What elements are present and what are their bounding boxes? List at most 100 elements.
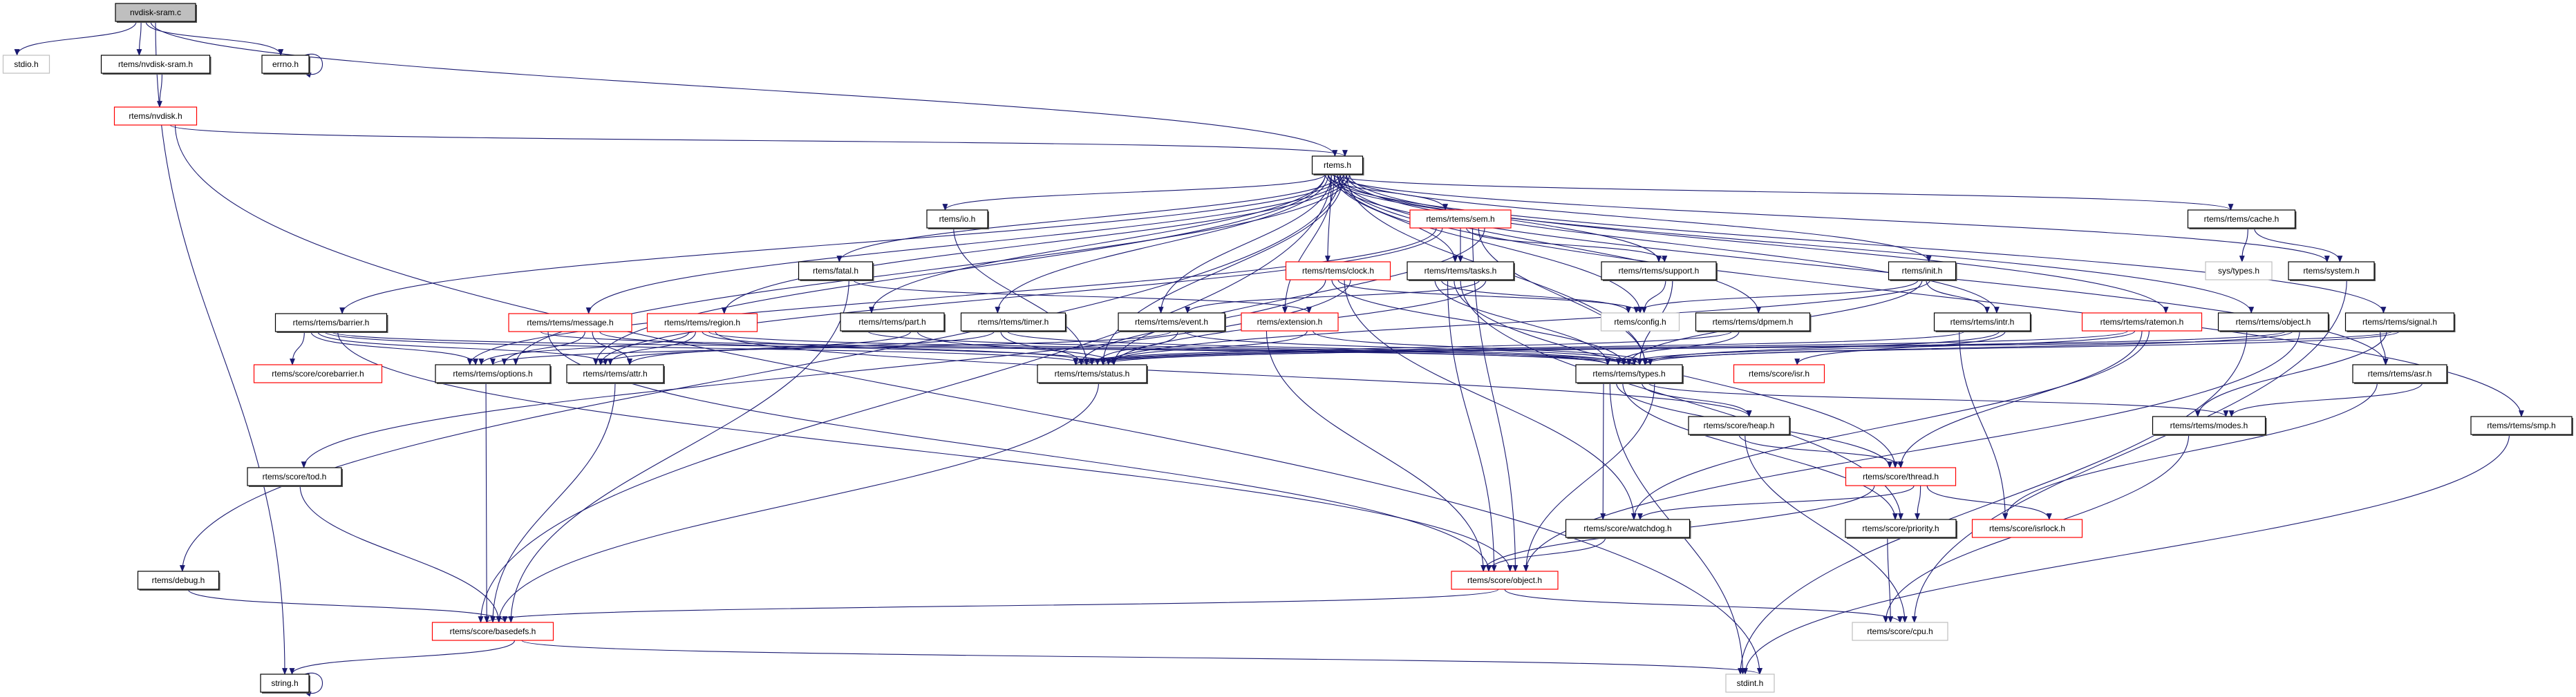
- edge-ratemon-to-types: [1621, 330, 2136, 365]
- edge-rtems-to-intr: [1346, 173, 2000, 314]
- node-label: rtems/rtems/object.h: [2236, 317, 2311, 327]
- edge-types-to-modes: [1648, 382, 2229, 417]
- edge-robject-to-stdint: [1738, 330, 2248, 675]
- edge-rtems-to-system: [1334, 173, 2330, 262]
- edge-rtems-to-debug: [179, 173, 1341, 572]
- edge-rtems-to-sem: [1328, 173, 1449, 211]
- node-basedefs[interactable]: rtems/score/basedefs.h: [431, 622, 554, 641]
- node-cpu[interactable]: rtems/score/cpu.h: [1852, 622, 1948, 641]
- node-nvsramh[interactable]: rtems/nvdisk-sram.h: [100, 55, 211, 75]
- node-label: stdio.h: [14, 59, 38, 69]
- node-stdio[interactable]: stdio.h: [2, 55, 50, 74]
- node-tod[interactable]: rtems/score/tod.h: [247, 467, 343, 487]
- node-isrlock[interactable]: rtems/score/isrlock.h: [1971, 519, 2083, 538]
- node-robject[interactable]: rtems/rtems/object.h: [2217, 312, 2330, 332]
- edge-root-to-nvsramh: [136, 21, 142, 56]
- node-box: [1733, 364, 1825, 383]
- node-dpmem[interactable]: rtems/rtems/dpmem.h: [1695, 312, 1812, 332]
- node-corebarrier[interactable]: rtems/score/corebarrier.h: [253, 364, 383, 383]
- node-label: rtems/rtems/intr.h: [1950, 317, 2015, 327]
- node-nvdisk[interactable]: rtems/nvdisk.h: [113, 106, 198, 126]
- node-io[interactable]: rtems/io.h: [926, 209, 989, 229]
- node-intr[interactable]: rtems/rtems/intr.h: [1933, 312, 2032, 332]
- node-label: rtems/rtems/region.h: [664, 318, 740, 327]
- node-region[interactable]: rtems/rtems/region.h: [646, 313, 758, 332]
- node-root[interactable]: nvdisk-sram.c: [115, 3, 197, 23]
- node-label: rtems/extension.h: [1257, 317, 1323, 327]
- edge-timer-to-types: [1006, 330, 1626, 365]
- node-message[interactable]: rtems/rtems/message.h: [508, 313, 632, 332]
- edge-rtems-to-barrier: [339, 173, 1344, 314]
- edge-types-to-sobject: [1523, 382, 1655, 572]
- node-priority[interactable]: rtems/score/priority.h: [1845, 519, 1957, 539]
- node-modes[interactable]: rtems/rtems/modes.h: [2152, 416, 2267, 436]
- node-cache[interactable]: rtems/rtems/cache.h: [2187, 209, 2297, 229]
- node-thread[interactable]: rtems/score/thread.h: [1845, 467, 1957, 486]
- node-shadow: [1577, 366, 1684, 384]
- node-options[interactable]: rtems/rtems/options.h: [435, 364, 552, 384]
- edge-nvsramh-to-nvdisk: [156, 73, 162, 108]
- edge-ratemon-to-watchdog: [1631, 330, 2150, 520]
- node-event[interactable]: rtems/rtems/event.h: [1118, 312, 1226, 332]
- node-shadow: [2154, 418, 2267, 436]
- node-attr[interactable]: rtems/rtems/attr.h: [566, 364, 665, 384]
- node-shadow: [263, 57, 310, 75]
- node-errno[interactable]: errno.h: [261, 55, 310, 75]
- node-isr[interactable]: rtems/score/isr.h: [1733, 364, 1825, 383]
- node-part[interactable]: rtems/rtems/part.h: [840, 312, 946, 332]
- node-asr[interactable]: rtems/rtems/asr.h: [2352, 364, 2448, 384]
- node-barrier[interactable]: rtems/rtems/barrier.h: [274, 313, 388, 333]
- edge-part-to-attr: [627, 330, 912, 365]
- node-shadow: [2290, 263, 2376, 281]
- edge-rtems-to-event: [1158, 173, 1332, 314]
- node-box: [1695, 312, 1811, 332]
- edge-sem-to-sobject: [1472, 227, 1519, 572]
- node-signal[interactable]: rtems/rtems/signal.h: [2344, 312, 2456, 332]
- node-sobject[interactable]: rtems/score/object.h: [1451, 571, 1559, 590]
- node-timer[interactable]: rtems/rtems/timer.h: [960, 312, 1067, 332]
- edge-rtems-to-status: [1100, 173, 1344, 365]
- node-tasks[interactable]: rtems/rtems/tasks.h: [1407, 261, 1515, 281]
- node-debug[interactable]: rtems/debug.h: [137, 571, 220, 591]
- edge-region-to-attr: [608, 331, 697, 365]
- node-shadow: [1409, 263, 1515, 281]
- node-box: [926, 209, 988, 229]
- edge-signal-to-types: [1626, 330, 2400, 365]
- node-shadow: [2219, 314, 2330, 332]
- node-heap[interactable]: rtems/score/heap.h: [1688, 416, 1791, 436]
- node-watchdog[interactable]: rtems/score/watchdog.h: [1565, 519, 1691, 539]
- edge-tod-to-basedefs: [299, 485, 502, 623]
- node-status[interactable]: rtems/rtems/status.h: [1037, 364, 1148, 384]
- node-rtems[interactable]: rtems.h: [1311, 155, 1364, 175]
- node-shadow: [2472, 418, 2573, 436]
- edge-watchdog-to-sobject: [1485, 537, 1606, 572]
- node-box: [274, 313, 388, 332]
- node-box: [2217, 312, 2329, 332]
- edge-rtems-to-signal: [1328, 173, 2387, 314]
- node-support[interactable]: rtems/rtems/support.h: [1601, 261, 1718, 281]
- edge-basedefs-to-string: [289, 640, 516, 675]
- edge-intr-to-types: [1642, 330, 2000, 365]
- node-box: [2, 55, 50, 74]
- node-sem[interactable]: rtems/rtems/sem.h: [1409, 209, 1512, 229]
- edge-rtems-to-attr: [593, 173, 1326, 365]
- node-smp[interactable]: rtems/rtems/smp.h: [2470, 416, 2573, 436]
- node-extension[interactable]: rtems/extension.h: [1241, 312, 1339, 332]
- edge-fatal-to-extension: [853, 279, 1312, 314]
- node-types[interactable]: rtems/rtems/types.h: [1575, 364, 1684, 384]
- node-label: rtems/score/cpu.h: [1867, 627, 1933, 636]
- node-config[interactable]: rtems/config.h: [1600, 312, 1680, 332]
- edge-priority-to-cpu: [1887, 537, 1894, 623]
- node-box: [2152, 416, 2266, 435]
- node-label: rtems/rtems/timer.h: [978, 317, 1049, 327]
- node-systypes[interactable]: sys/types.h: [2205, 261, 2273, 280]
- node-string[interactable]: string.h: [260, 674, 310, 694]
- node-init[interactable]: rtems/init.h: [1888, 261, 1957, 281]
- node-stdint[interactable]: stdint.h: [1725, 674, 1775, 693]
- node-clock[interactable]: rtems/rtems/clock.h: [1285, 261, 1391, 280]
- node-ratemon[interactable]: rtems/rtems/ratemon.h: [2081, 312, 2203, 332]
- node-fatal[interactable]: rtems/fatal.h: [798, 261, 874, 281]
- node-box: [100, 55, 211, 74]
- node-system[interactable]: rtems/system.h: [2288, 261, 2376, 281]
- node-box: [1285, 261, 1391, 280]
